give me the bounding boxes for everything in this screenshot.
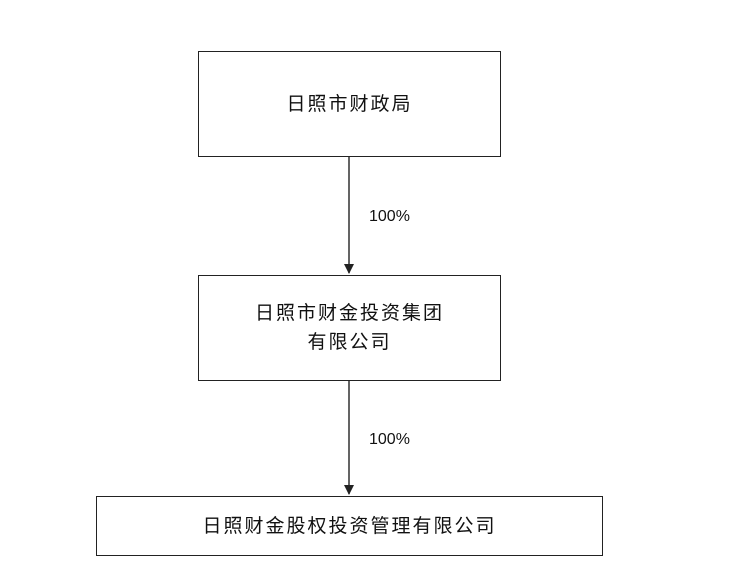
node-bottom-label: 日照财金股权投资管理有限公司 [202, 514, 497, 537]
edge-label-ownership-1: 100% [369, 208, 410, 225]
edge-label-ownership-2: 100% [369, 431, 410, 448]
node-rizhao-caijin-equity-management: 日照财金股权投资管理有限公司 [96, 496, 603, 556]
node-rizhao-caijin-investment-group: 日照市财金投资集团 有限公司 [198, 275, 501, 381]
node-middle-line1: 日照市财金投资集团 [254, 302, 444, 324]
node-middle-line2: 有限公司 [307, 331, 392, 353]
arrowhead-1 [344, 264, 354, 274]
arrowhead-2 [344, 485, 354, 495]
node-top-label: 日照市财政局 [286, 92, 413, 115]
node-rizhao-finance-bureau: 日照市财政局 [198, 51, 501, 157]
